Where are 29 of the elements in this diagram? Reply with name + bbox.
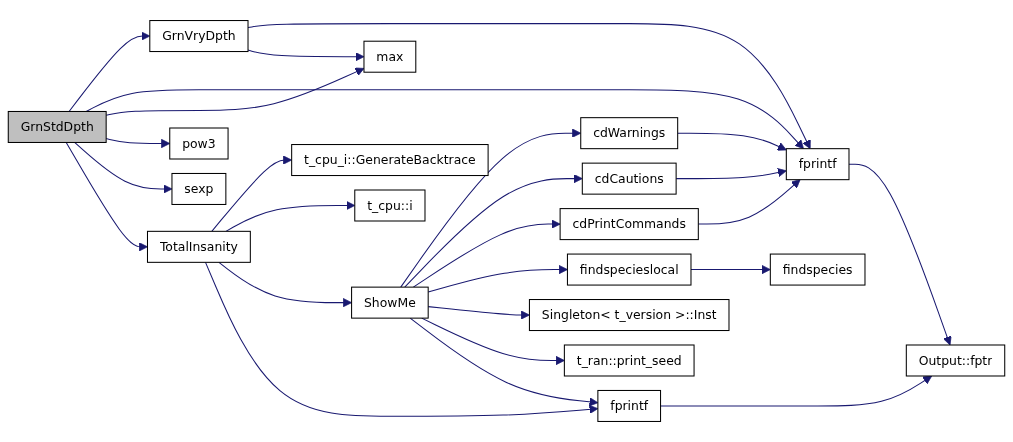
arrow — [660, 375, 933, 407]
node-box: pow3 — [169, 127, 229, 160]
node-box: t_cpu::i — [354, 189, 426, 222]
arrow — [400, 128, 582, 288]
node-box: Singleton< t_version >::Inst — [528, 299, 730, 332]
node-box: t_ran::print_seed — [563, 344, 695, 377]
node-box: Output::fptr — [905, 344, 1006, 377]
arrow — [218, 261, 352, 308]
node-box: GrnStdDpth — [7, 110, 107, 143]
node-box: fprintf — [597, 389, 662, 422]
node-box: findspecies — [769, 253, 866, 286]
arrow — [690, 265, 771, 275]
arrow — [412, 219, 561, 288]
node-box: max — [363, 40, 417, 73]
node-box: cdCautions — [581, 162, 677, 195]
node-box: sexp — [171, 172, 227, 205]
node-box: t_cpu_i::GenerateBacktrace — [291, 144, 489, 177]
arrow — [421, 317, 565, 366]
arrow — [677, 132, 787, 151]
node-box: ShowMe — [351, 286, 429, 319]
node-box: GrnVryDpth — [149, 20, 249, 53]
arrow — [65, 141, 148, 252]
node-box: cdPrintCommands — [559, 208, 699, 241]
node-box: cdWarnings — [580, 117, 679, 150]
node-box: TotalInsanity — [146, 230, 251, 263]
node-box: findspecieslocal — [566, 253, 692, 286]
arrow — [848, 163, 952, 346]
node-box: fprintf — [785, 148, 850, 181]
arrow — [404, 174, 583, 288]
